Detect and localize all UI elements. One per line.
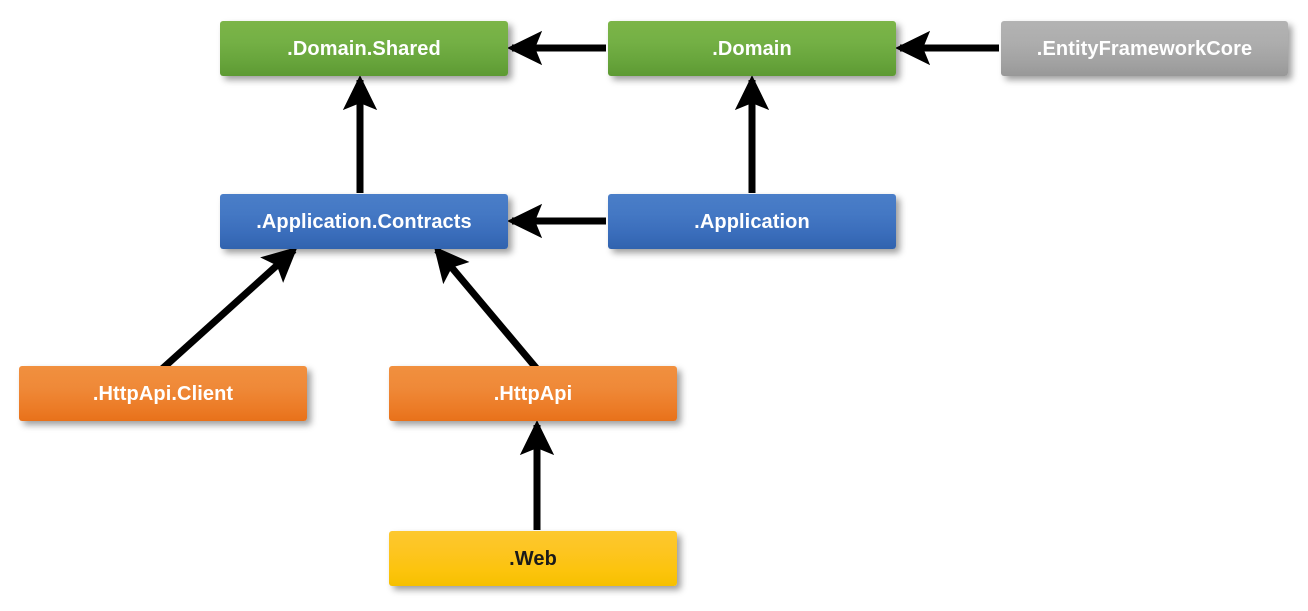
module-label-domain: .Domain [712, 37, 792, 60]
module-label-httpapi: .HttpApi [493, 382, 573, 405]
module-box-application[interactable]: .Application [608, 194, 896, 249]
module-label-httpapi-client: .HttpApi.Client [92, 382, 234, 405]
module-label-domain-shared: .Domain.Shared [287, 37, 441, 60]
module-box-httpapi-client[interactable]: .HttpApi.Client [19, 366, 307, 421]
module-label-web: .Web [509, 547, 557, 570]
module-box-web[interactable]: .Web [389, 531, 677, 586]
module-box-domain-shared[interactable]: .Domain.Shared [220, 21, 508, 76]
module-box-httpapi[interactable]: .HttpApi [389, 366, 677, 421]
dependency-arrow-httpapi-to-application-contracts [433, 246, 540, 372]
module-box-domain[interactable]: .Domain [608, 21, 896, 76]
module-box-entity-framework-core[interactable]: .EntityFrameworkCore [1001, 21, 1288, 76]
module-label-application: .Application [694, 210, 810, 233]
module-label-entity-framework-core: .EntityFrameworkCore [1036, 37, 1253, 60]
module-label-application-contracts: .Application.Contracts [256, 210, 472, 233]
module-box-application-contracts[interactable]: .Application.Contracts [220, 194, 508, 249]
dependency-arrow-httpapi-client-to-application-contracts [159, 246, 298, 372]
